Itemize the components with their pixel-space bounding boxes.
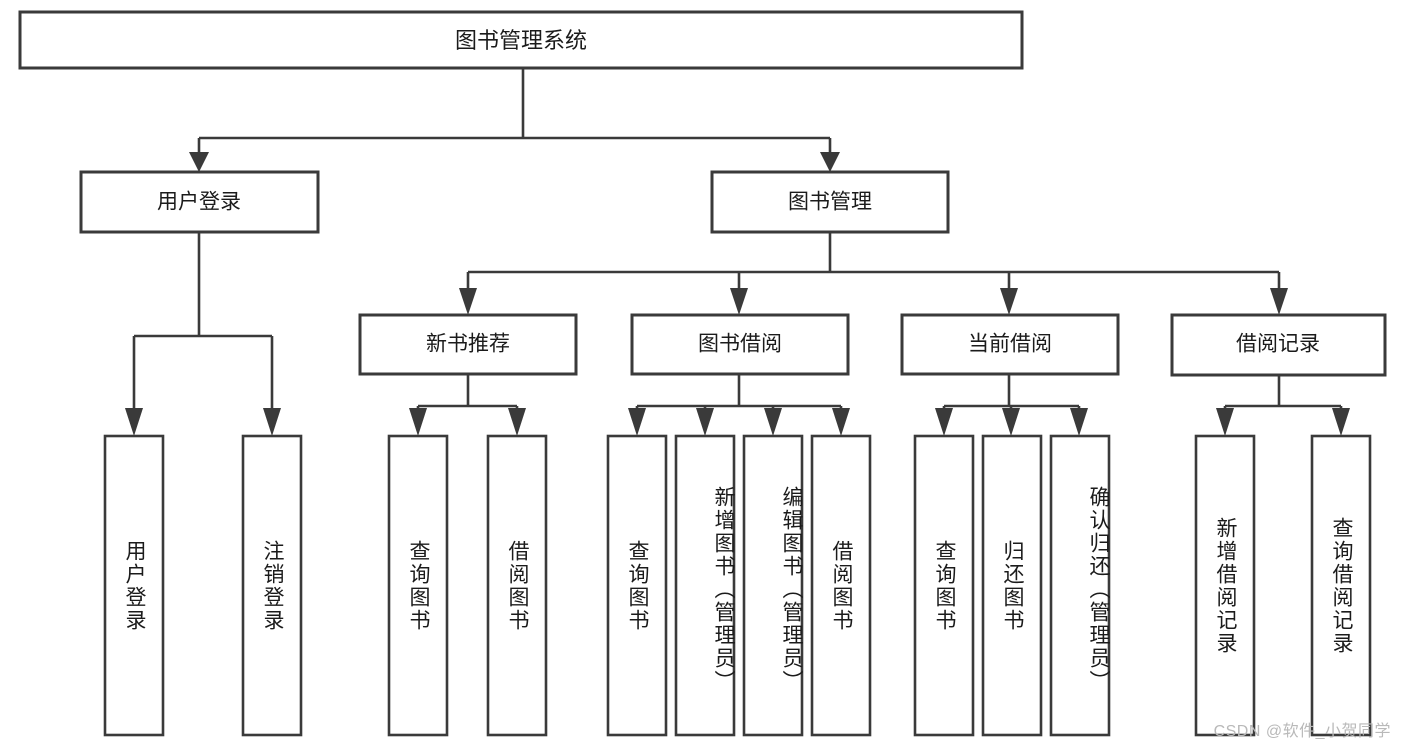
connectors — [125, 68, 1350, 436]
leaf-box-borrow-record-1[interactable] — [1194, 434, 1256, 737]
node-book-manage-box[interactable] — [710, 170, 950, 234]
node-current-borrow-label: 当前借阅 — [968, 333, 1052, 356]
arrow-head-leaf-book-borrow-1 — [628, 408, 646, 436]
arrow-head-leaf-new-book-1 — [409, 408, 427, 436]
node-root-system[interactable]: 图书管理系统 — [18, 10, 1024, 70]
arrow-head-leaf-book-borrow-2 — [696, 408, 714, 436]
arrow-head-user-login — [189, 152, 209, 172]
arrow-head-leaf-user-login-1 — [125, 408, 143, 436]
leaf-box-book-borrow-1[interactable] — [606, 434, 668, 737]
arrow-head-leaf-current-borrow-2 — [1002, 408, 1020, 436]
leaf-box-book-borrow-4[interactable] — [810, 434, 872, 737]
arrow-head-book-manage — [820, 152, 840, 172]
node-book-manage[interactable]: 图书管理 — [710, 170, 950, 234]
leaf-box-current-borrow-2[interactable] — [981, 434, 1043, 737]
arrow-head-book-borrow — [730, 288, 748, 315]
node-root-system-box[interactable] — [18, 10, 1024, 70]
arrow-head-leaf-borrow-record-2 — [1332, 408, 1350, 436]
leaf-boxes — [103, 434, 1372, 737]
node-new-book-recommend[interactable]: 新书推荐 — [358, 313, 578, 376]
node-borrow-record-label: 借阅记录 — [1236, 333, 1320, 356]
node-current-borrow-box[interactable] — [900, 313, 1120, 376]
node-new-book-recommend-label: 新书推荐 — [426, 333, 510, 356]
leaf-box-current-borrow-3[interactable] — [1049, 434, 1111, 737]
node-new-book-recommend-box[interactable] — [358, 313, 578, 376]
arrow-head-leaf-book-borrow-4 — [832, 408, 850, 436]
arrow-head-leaf-user-login-2 — [263, 408, 281, 436]
leaf-box-new-book-1[interactable] — [387, 434, 449, 737]
node-user-login-box[interactable] — [79, 170, 320, 234]
leaf-box-user-login-1[interactable] — [103, 434, 165, 737]
leaf-box-current-borrow-1[interactable] — [913, 434, 975, 737]
arrow-head-current-borrow — [1000, 288, 1018, 315]
arrow-head-borrow-record — [1270, 288, 1288, 315]
node-user-login-label: 用户登录 — [157, 191, 241, 214]
arrow-head-leaf-book-borrow-3 — [764, 408, 782, 436]
leaf-box-new-book-2[interactable] — [486, 434, 548, 737]
node-borrow-record[interactable]: 借阅记录 — [1170, 313, 1387, 377]
arrow-head-new-book — [459, 288, 477, 315]
leaf-box-borrow-record-2[interactable] — [1310, 434, 1372, 737]
node-book-borrow-label: 图书借阅 — [698, 333, 782, 356]
arrow-head-leaf-new-book-2 — [508, 408, 526, 436]
node-user-login[interactable]: 用户登录 — [79, 170, 320, 234]
leaf-box-book-borrow-3[interactable] — [742, 434, 804, 737]
node-root-system-label: 图书管理系统 — [455, 28, 587, 53]
arrow-head-leaf-current-borrow-1 — [935, 408, 953, 436]
node-borrow-record-box[interactable] — [1170, 313, 1387, 377]
arrow-head-leaf-current-borrow-3 — [1070, 408, 1088, 436]
leaf-box-book-borrow-2[interactable] — [674, 434, 736, 737]
node-current-borrow[interactable]: 当前借阅 — [900, 313, 1120, 376]
leaf-box-user-login-2[interactable] — [241, 434, 303, 737]
arrow-head-leaf-borrow-record-1 — [1216, 408, 1234, 436]
node-book-borrow[interactable]: 图书借阅 — [630, 313, 850, 376]
node-book-manage-label: 图书管理 — [788, 191, 872, 214]
csdn-watermark: CSDN @软件_小贺同学 — [1213, 723, 1391, 740]
node-book-borrow-box[interactable] — [630, 313, 850, 376]
